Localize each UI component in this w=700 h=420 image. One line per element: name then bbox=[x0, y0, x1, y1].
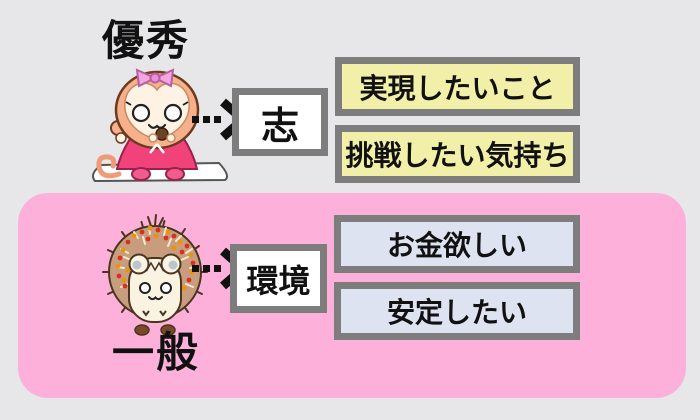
list-item-challenge: 挑戦したい気持ち bbox=[335, 125, 580, 183]
aspiration-node-box: 志 bbox=[232, 88, 328, 156]
environment-node-label: 環境 bbox=[246, 261, 311, 300]
list-item-label: 実現したいこと bbox=[359, 71, 556, 105]
aspiration-node-label: 志 bbox=[260, 103, 299, 148]
environment-node-box: 環境 bbox=[230, 244, 327, 313]
list-item-label: お金欲しい bbox=[386, 229, 527, 262]
monkey-character-illustration bbox=[92, 68, 228, 183]
list-item-label: 安定したい bbox=[386, 296, 527, 329]
general-group-label: 一般 bbox=[112, 328, 201, 377]
list-item-label: 挑戦したい気持ち bbox=[345, 139, 570, 172]
list-item-stability: 安定したい bbox=[334, 282, 580, 340]
excellent-group-label: 優秀 bbox=[102, 16, 191, 65]
list-item-realize: 実現したいこと bbox=[335, 57, 580, 116]
list-item-money: お金欲しい bbox=[334, 215, 580, 273]
hedgehog-character-illustration bbox=[102, 214, 208, 336]
